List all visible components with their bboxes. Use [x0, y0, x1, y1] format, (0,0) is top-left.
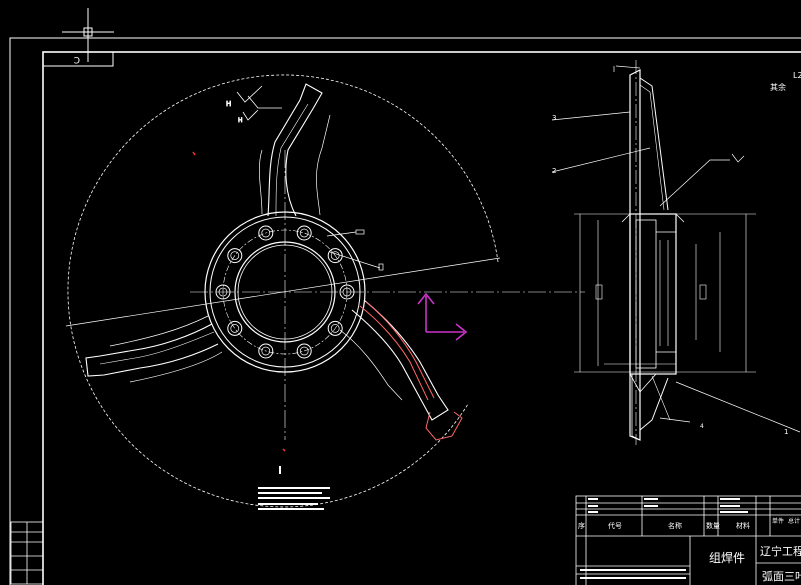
bolt-hole [227, 320, 243, 336]
bolt-hole-inner [218, 287, 228, 297]
crosshair-cursor-icon [62, 8, 114, 62]
arm-top [267, 83, 323, 217]
bolt-hole-inner [342, 287, 352, 297]
title-block-fine-text [580, 498, 748, 579]
front-view [65, 74, 585, 508]
header-material: 材料 [736, 521, 750, 530]
bolt-hole [339, 284, 355, 300]
bolt-hole-inner [261, 228, 271, 238]
blade-plate [629, 69, 641, 441]
bolt-hole [296, 343, 312, 359]
arm-left [85, 323, 219, 377]
part-label-3: 3 [552, 114, 556, 122]
bolt-hole [258, 225, 274, 241]
header-total: 总计 [788, 517, 800, 525]
part-leaders [551, 65, 801, 433]
header-qty: 数量 [706, 521, 720, 530]
header-unit: 单件 [772, 517, 784, 525]
bolt-hole-inner [230, 251, 240, 260]
red-mark [192, 151, 196, 156]
svg-text:H: H [226, 100, 231, 108]
bolt-hole [327, 320, 343, 336]
corner-code-label: C [74, 54, 80, 64]
roughness-symbol-icon: H H [226, 85, 282, 124]
part-label-2: 2 [552, 167, 556, 175]
bolt-hole [227, 248, 243, 264]
arm-right [351, 299, 449, 421]
roughness-l2-label: L2 [793, 71, 801, 80]
bolt-hole [296, 225, 312, 241]
bolt-hole-inner [230, 324, 240, 333]
company-name: 辽宁工程技 [760, 544, 801, 558]
header-seq: 序 [578, 521, 585, 530]
title-block-header: 序 代号 名称 数量 材料 单件 总计 [578, 517, 800, 530]
notes-block [258, 487, 330, 510]
bolt-hole-inner [299, 228, 309, 238]
part-label-1: 1 [784, 428, 788, 436]
header-code: 代号 [608, 521, 622, 530]
dashed-swept-circle [67, 74, 499, 508]
bolt-hole-inner [330, 324, 340, 333]
ucs-axis-icon [417, 292, 468, 341]
header-name: 名称 [668, 521, 682, 530]
part-label-4: 4 [700, 423, 704, 430]
text-marker [279, 466, 281, 474]
bolt-hole-inner [261, 346, 271, 356]
assembly-name: 组焊件 [709, 550, 745, 565]
bolt-hole [258, 343, 274, 359]
drawing-name: 弧面三叶 [762, 569, 801, 583]
bolt-holes [215, 225, 355, 359]
roughness-rest-label: 其余 [770, 82, 786, 92]
drawing-border [9, 37, 801, 585]
title-block [575, 495, 801, 585]
svg-text:H: H [238, 117, 243, 124]
bolt-hole-inner [299, 346, 309, 356]
bolt-hole [215, 284, 231, 300]
side-view [574, 60, 756, 445]
left-margin-table [10, 521, 44, 585]
red-mark [282, 448, 286, 452]
bolt-hole-inner [330, 251, 340, 260]
